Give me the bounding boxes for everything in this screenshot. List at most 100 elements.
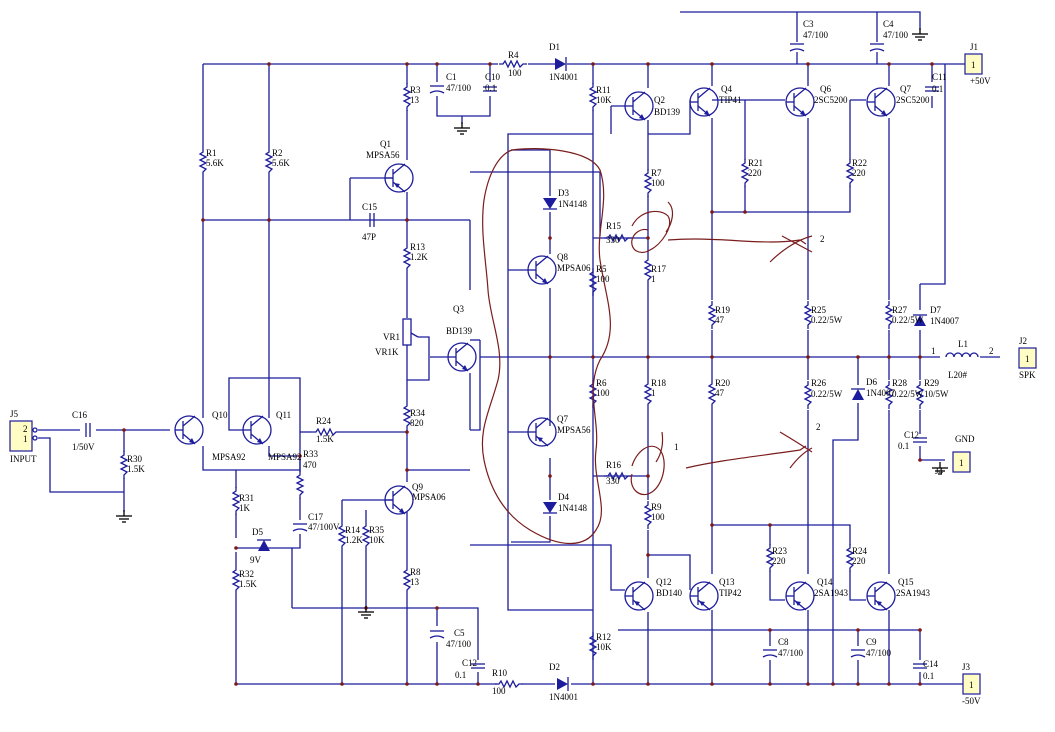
label-d5-part: 9V (250, 555, 262, 565)
label-r4-id: R4 (508, 50, 519, 60)
label-j2-pin: 1 (1025, 354, 1030, 364)
label-c13-id: C12 (462, 658, 477, 668)
label-c1-id: C1 (446, 72, 457, 82)
label-j4-id: J4 (935, 466, 944, 476)
label-j4-pin: 1 (959, 458, 964, 468)
label-q12-part: BD140 (656, 588, 683, 598)
label-r3-id: R3 (410, 85, 421, 95)
label-q7b-id: Q7 (900, 84, 911, 94)
label-c8-id: C8 (778, 637, 789, 647)
label-r7-value: 100 (651, 178, 665, 188)
label-j3-id: J3 (962, 662, 971, 672)
label-r11-id: R11 (596, 85, 611, 95)
label-c4-id: C4 (883, 19, 894, 29)
label-node-2: 2 (989, 346, 994, 356)
label-q13-id: Q13 (719, 577, 735, 587)
label-j1-id: J1 (970, 42, 978, 52)
label-r6-id: R6 (596, 378, 607, 388)
label-q10-id: Q10 (212, 410, 228, 420)
label-c13-value: 0.1 (455, 670, 466, 680)
label-r10-value: 100 (492, 686, 506, 696)
label-r18-id: R18 (651, 378, 667, 388)
label-q1-id: Q1 (380, 139, 391, 149)
label-d6-id: D6 (866, 377, 877, 387)
label-r11-value: 10K (596, 95, 612, 105)
label-q7-part: MPSA56 (557, 425, 591, 435)
label-d2-part: 1N4001 (549, 692, 578, 702)
label-node-1: 1 (931, 346, 936, 356)
label-j5-id: J5 (10, 409, 19, 419)
label-c3-value: 47/100 (803, 30, 829, 40)
label-j1-name: +50V (970, 76, 991, 86)
label-r29-id: R29 (924, 378, 940, 388)
label-d5-id: D5 (252, 527, 263, 537)
label-l1-id: L1 (958, 339, 968, 349)
components (85, 27, 979, 692)
label-r28-value: 0.22/5W (892, 389, 924, 399)
label-c17-id: C17 (308, 512, 324, 522)
label-r4-value: 100 (508, 68, 522, 78)
label-r23-value: 220 (772, 556, 786, 566)
label-j3-name: -50V (962, 696, 981, 706)
connector-j4 (952, 451, 971, 473)
label-c5-id: C5 (454, 628, 465, 638)
label-c5-value: 47/100 (446, 639, 472, 649)
label-q11-id: Q11 (276, 410, 291, 420)
label-j5-pin2: 2 (23, 424, 28, 434)
label-r14-value: 1.2K (345, 535, 363, 545)
labels: Q1 MPSA56 Q2 BD139 Q3 BD139 Q9 MPSA06 Q7… (10, 19, 1036, 706)
label-r32-value: 1.5K (239, 579, 257, 589)
label-q3-id: Q3 (453, 304, 464, 314)
label-r34-id: R34 (410, 408, 426, 418)
label-j2-name: SPK (1019, 370, 1036, 380)
label-d4-part: 1N4148 (558, 503, 587, 513)
label-vr1-id: VR1 (383, 332, 400, 342)
label-q14-id: Q14 (817, 577, 833, 587)
label-r31-value: 1K (239, 503, 251, 513)
label-q4-part: TIP41 (719, 95, 742, 105)
label-q11-part: MPSA92 (268, 452, 302, 462)
label-j2-id: J2 (1019, 336, 1027, 346)
label-q9-part: MPSA06 (412, 492, 446, 502)
label-r8-value: 13 (410, 577, 420, 587)
label-c8-value: 47/100 (778, 648, 804, 658)
junction-dots (122, 62, 934, 686)
label-q9-id: Q9 (412, 482, 423, 492)
label-d6-part: 1N4007 (866, 388, 895, 398)
label-r13-value: 1.2K (410, 252, 428, 262)
label-c11-value: 0.1 (932, 84, 943, 94)
label-r20-value: 47 (715, 388, 725, 398)
label-j1-pin: 1 (971, 60, 976, 70)
label-r16-id: R16 (606, 460, 622, 470)
label-r27-value: 0.22/5W (892, 315, 924, 325)
label-r24-id: R24 (852, 546, 868, 556)
label-hand-mark-bottom: 2 (816, 422, 821, 432)
label-c12-id: C12 (904, 430, 919, 440)
connector-j3 (962, 673, 981, 695)
label-c9-id: C9 (866, 637, 877, 647)
label-c14-value: 0.1 (923, 671, 934, 681)
label-c4-value: 47/100 (883, 30, 909, 40)
label-r35-id: R35 (369, 525, 385, 535)
label-hand-mark-top: 2 (820, 234, 825, 244)
label-r12-value: 10K (596, 642, 612, 652)
label-q4-id: Q4 (721, 84, 732, 94)
label-q14-part: 2SA1943 (814, 588, 849, 598)
label-c15-id: C15 (362, 202, 378, 212)
label-r18-value: 1 (651, 388, 656, 398)
label-j5-pin1: 1 (23, 434, 28, 444)
label-r24b-value: 1.5K (316, 434, 334, 444)
label-j3-pin: 1 (969, 680, 974, 690)
label-r12-id: R12 (596, 632, 611, 642)
label-c10-value: 0.1 (485, 83, 496, 93)
label-c1-value: 47/100 (446, 83, 472, 93)
label-r24-value: 220 (852, 556, 866, 566)
label-j4-name: GND (955, 434, 975, 444)
label-r10-id: R10 (492, 668, 508, 678)
label-q7b-part: 2SC5200 (896, 95, 930, 105)
label-r8-id: R8 (410, 567, 421, 577)
label-d1-id: D1 (549, 42, 560, 52)
label-r24b-id: R24 (316, 416, 332, 426)
label-r2-id: R2 (272, 148, 283, 158)
label-c15-value: 47P (362, 232, 376, 242)
